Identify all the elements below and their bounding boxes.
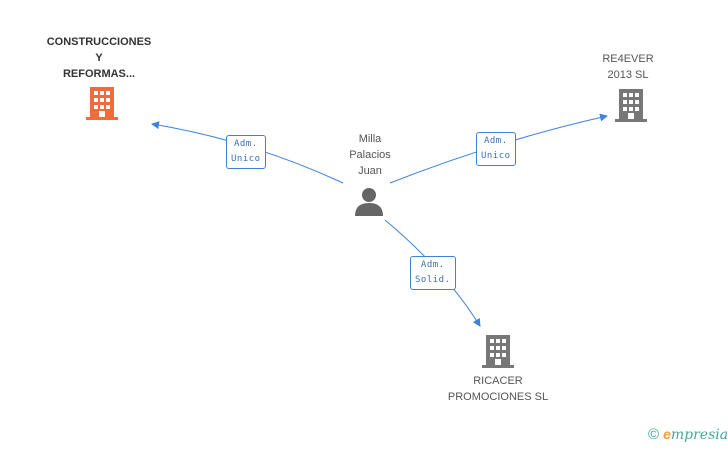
person-label[interactable]: Milla Palacios Juan	[330, 131, 410, 179]
role-line: Unico	[481, 151, 511, 161]
logo-text: mpresia	[670, 427, 728, 443]
role-line: Solid.	[415, 275, 451, 285]
role-line: Adm.	[483, 136, 508, 146]
label-line: Juan	[358, 165, 382, 177]
label-line: CONSTRUCCIONES	[46, 36, 152, 48]
role-line: Adm.	[233, 139, 258, 149]
copyright-symbol: ©	[648, 426, 660, 443]
role-line: Adm.	[420, 260, 445, 270]
role-badge[interactable]: Adm. Unico	[226, 135, 266, 169]
label-line: Milla	[358, 133, 382, 145]
company-label-ricacer[interactable]: RICACER PROMOCIONES SL	[438, 373, 558, 405]
label-line: REFORMAS...	[62, 68, 136, 80]
role-badge[interactable]: Adm. Unico	[476, 132, 516, 166]
company-label-re4ever[interactable]: RE4EVER 2013 SL	[578, 51, 678, 83]
label-line: 2013 SL	[607, 69, 649, 81]
building-icon[interactable]	[615, 87, 647, 123]
logo-e: e	[663, 426, 671, 442]
role-badge[interactable]: Adm. Solid.	[410, 256, 456, 290]
label-line: RE4EVER	[602, 53, 654, 65]
label-line: PROMOCIONES SL	[447, 391, 549, 403]
label-line: Palacios	[349, 149, 391, 161]
role-line: Unico	[231, 154, 261, 164]
person-icon[interactable]	[354, 187, 384, 217]
empresia-logo: ©empresia	[648, 426, 728, 443]
building-icon[interactable]	[482, 333, 514, 369]
company-label-construcciones[interactable]: CONSTRUCCIONES Y REFORMAS...	[34, 34, 164, 82]
label-line: RICACER	[473, 375, 523, 387]
label-line: Y	[95, 52, 103, 64]
building-icon[interactable]	[86, 85, 118, 121]
